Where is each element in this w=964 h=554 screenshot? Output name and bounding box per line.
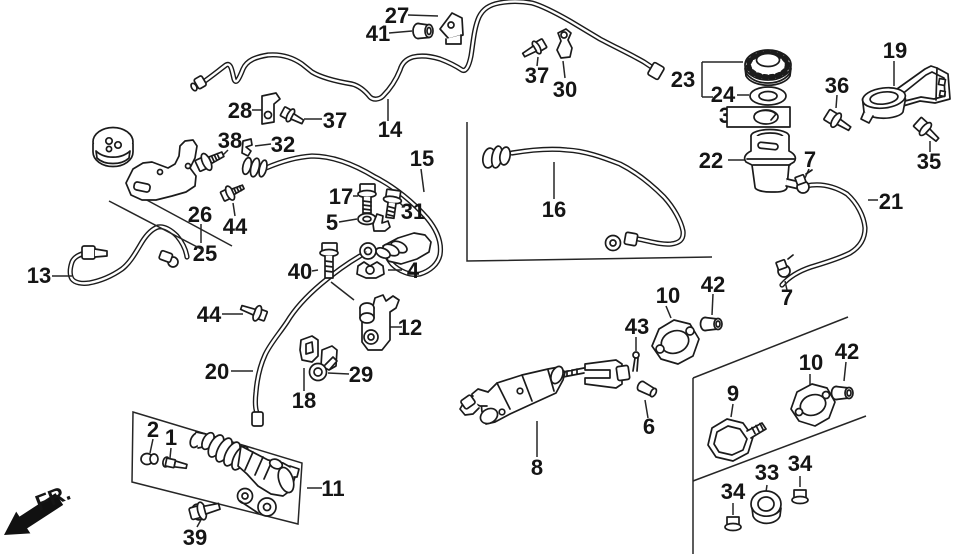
svg-text:38: 38: [218, 128, 242, 153]
svg-text:39: 39: [183, 525, 207, 550]
svg-text:11: 11: [321, 476, 344, 501]
svg-text:7: 7: [781, 285, 793, 310]
svg-text:2: 2: [147, 417, 159, 442]
svg-text:35: 35: [917, 149, 941, 174]
svg-text:43: 43: [625, 314, 649, 339]
svg-text:37: 37: [525, 63, 549, 88]
svg-text:4: 4: [407, 258, 420, 283]
svg-text:37: 37: [323, 108, 347, 133]
svg-text:24: 24: [711, 82, 736, 107]
svg-text:FR.: FR.: [32, 480, 74, 516]
svg-text:10: 10: [799, 350, 823, 375]
svg-text:31: 31: [401, 199, 425, 224]
svg-text:42: 42: [701, 272, 725, 297]
svg-text:8: 8: [531, 455, 543, 480]
svg-text:5: 5: [326, 210, 338, 235]
svg-text:21: 21: [879, 189, 903, 214]
svg-text:10: 10: [656, 283, 680, 308]
svg-text:22: 22: [699, 148, 723, 173]
svg-text:34: 34: [721, 479, 746, 504]
svg-text:1: 1: [165, 425, 177, 450]
svg-text:13: 13: [27, 263, 51, 288]
svg-text:27: 27: [385, 3, 409, 28]
svg-text:41: 41: [366, 21, 390, 46]
svg-text:7: 7: [804, 147, 816, 172]
svg-text:44: 44: [197, 302, 222, 327]
svg-text:33: 33: [755, 460, 779, 485]
svg-text:30: 30: [553, 77, 577, 102]
svg-text:18: 18: [292, 388, 316, 413]
svg-text:23: 23: [671, 67, 695, 92]
svg-text:19: 19: [883, 38, 907, 63]
svg-text:42: 42: [835, 339, 859, 364]
svg-text:28: 28: [228, 98, 252, 123]
svg-text:14: 14: [378, 117, 403, 142]
svg-text:20: 20: [205, 359, 229, 384]
svg-text:36: 36: [825, 73, 849, 98]
svg-text:32: 32: [271, 132, 295, 157]
svg-text:6: 6: [643, 414, 655, 439]
svg-text:15: 15: [410, 146, 434, 171]
svg-text:16: 16: [542, 197, 566, 222]
svg-text:9: 9: [727, 381, 739, 406]
svg-text:44: 44: [223, 214, 248, 239]
svg-text:40: 40: [288, 259, 312, 284]
svg-text:17: 17: [329, 184, 353, 209]
svg-text:26: 26: [188, 202, 212, 227]
svg-text:34: 34: [788, 451, 813, 476]
svg-text:29: 29: [349, 362, 373, 387]
svg-text:25: 25: [193, 241, 217, 266]
